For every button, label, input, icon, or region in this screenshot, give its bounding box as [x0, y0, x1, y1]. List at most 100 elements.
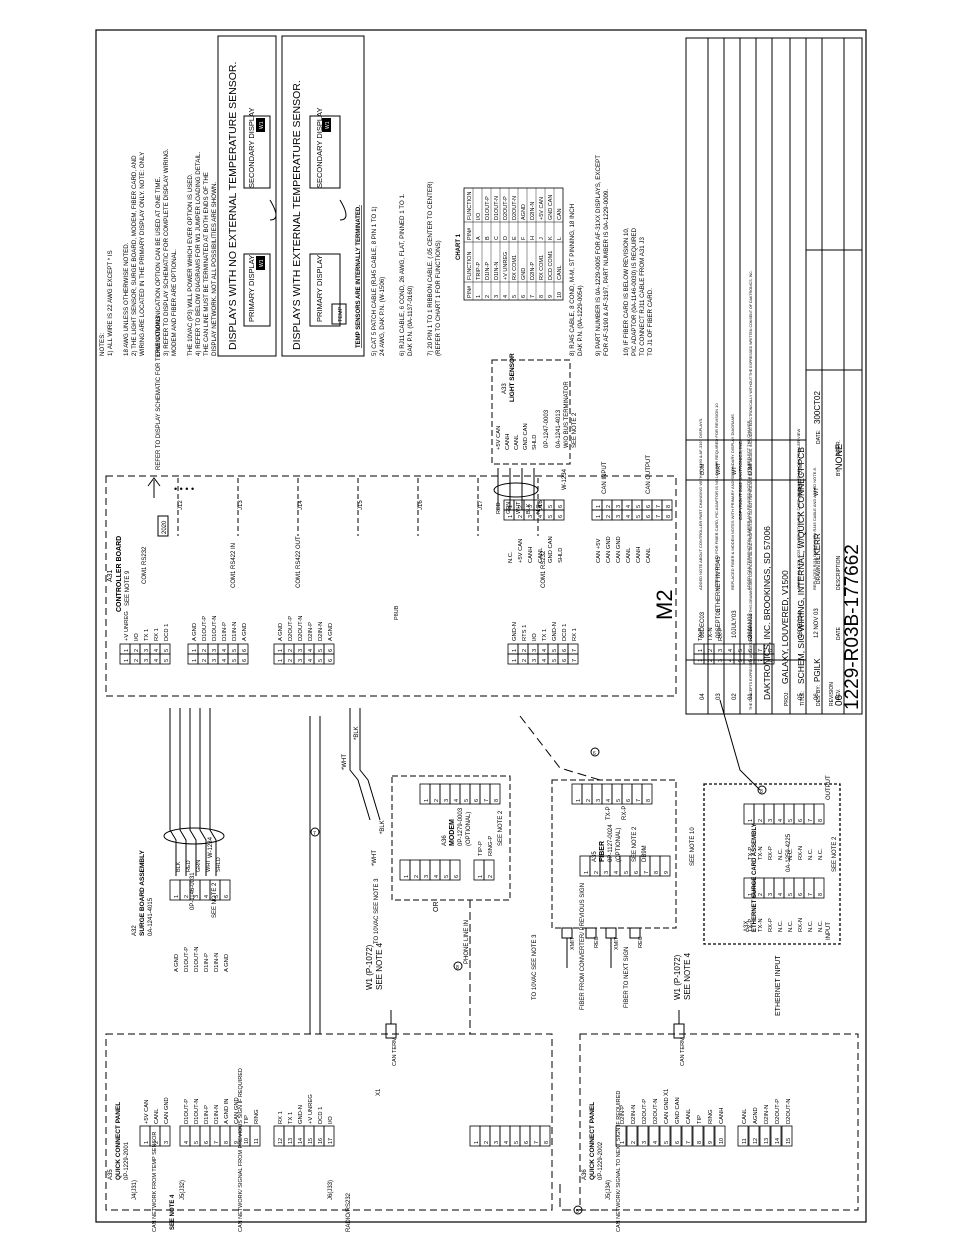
eth-surge-output: OUTPUT [826, 775, 832, 800]
fiber-pin-number: 7 [644, 871, 650, 874]
chart-1-cell: 7 [530, 295, 536, 298]
pin-number: 2 [134, 659, 140, 662]
pin-number: 6 [646, 515, 652, 518]
pin-number: 5 [552, 649, 558, 652]
light-sensor-w-cable: W-1234 [562, 468, 568, 490]
no-ext-primary-label: PRIMARY DISPLAY [247, 255, 256, 322]
chart-1-cell: D1OUT-N [494, 196, 500, 220]
chart-1-cell: D1IN-N [494, 262, 500, 280]
cable-note-line: FOR AF-3190 & AF-3197, PART NUMBER IS 0A… [603, 189, 610, 356]
pin-number: 5 [164, 659, 170, 662]
eth-pin-label-out: RX-N [798, 846, 804, 860]
qcp2-pin-label: CANL [742, 1108, 748, 1124]
surge-part: 0A-1241-4015 [148, 897, 154, 936]
pin-label: GND CAN [548, 536, 554, 563]
qcp1-pin-number: 1 [144, 1141, 150, 1144]
qcp2-pin-label: D2IN-N [631, 1105, 637, 1124]
fiber-rx: RX-P [622, 806, 628, 820]
qcp1-pin-label: TX 1 [288, 1112, 294, 1124]
wht-wire-label-2: *WHT [372, 850, 378, 866]
surge-pin-number: 6 [224, 895, 230, 898]
eth-surge-input: INPUT [826, 922, 832, 940]
cable-note-line: 5) CAT 5 PATCH CABLE (RJ45 CABLE, 8 PIN … [371, 206, 378, 356]
modem-part: 0P-1279-0003 [458, 807, 464, 846]
pin-number: 1 [192, 649, 198, 652]
pin-label: CANH [528, 547, 534, 563]
revision-number: 06 [834, 694, 845, 706]
pin-number: 5 [738, 659, 744, 662]
pin-number: 4 [222, 659, 228, 662]
qcp2-pin-label: TIP [697, 1115, 703, 1124]
rev-date: 12 NOV 03 [814, 608, 820, 638]
pin-number: 4 [626, 515, 632, 518]
fiber-j7-pin: 8 [646, 799, 652, 802]
connector-tb3: 11A GND22D2OUT-P33D2OUT-N44D2IN-P55D2IN-… [273, 616, 335, 665]
eth-pin-label-in: N.C. [818, 920, 824, 932]
chart-1-cell: FUNCTION [467, 252, 473, 280]
qcp1-pin-label: D1IN-N [214, 1105, 220, 1124]
eth-pin-number: 4 [778, 893, 784, 896]
pin-number: 3 [298, 649, 304, 652]
eth-pin-number-out: 1 [748, 819, 754, 822]
pin-number: 4 [222, 649, 228, 652]
eth-pin-number-out: 2 [758, 819, 764, 822]
rev-date: 10JULY03 [732, 610, 738, 638]
eth-pin-number: 3 [768, 893, 774, 896]
chart-1-cell: RX COM1 [539, 255, 545, 280]
chart-1-cell: 10 [557, 292, 563, 298]
surge-pin-label: D1IN-N [214, 953, 220, 972]
modem-pin-number: 3 [424, 875, 430, 878]
pin-number: 1 [512, 649, 518, 652]
pin-number: 2 [708, 649, 714, 652]
p11-pins: 2020 [162, 520, 168, 534]
chart-1-cell: H [530, 236, 536, 240]
eth-pin-label-in: TX-N [758, 918, 764, 932]
com1-rs422-in-label: COM1 RS422 IN [231, 543, 237, 588]
eth-pin-label-out: RX-P [768, 846, 774, 860]
cable-note-line: DAK P.N. (0A-1137-0160) [407, 286, 414, 356]
qcp1-j5: J5(J32) [180, 1180, 186, 1200]
surge-wire-label: BLK [176, 861, 182, 872]
temp-note: TEMP SENSORS ARE INTERNALLY TERMINATED. [356, 205, 362, 348]
pin-label: DCD 1 [562, 624, 568, 641]
note-line: WIRING ARE LOCATED IN THE PRIMARY DISPLA… [139, 152, 146, 356]
pin-number: 4 [542, 649, 548, 652]
drawing-title: SCHEM, SIG WIRING, INTERNAL, W/QUICK CON… [796, 447, 806, 684]
surge-wire-label: RED [186, 860, 192, 872]
note-line: 2) THE LIGHT SENSOR, SURGE BOARD, MODEM,… [131, 155, 138, 356]
pin-number: 7 [758, 659, 764, 662]
surge-pin-number: 4 [204, 895, 210, 898]
pin-label: D2OUT-P [288, 616, 294, 641]
qcp2-w1-see: SEE NOTE 4 [683, 952, 692, 1000]
modem-tb2-label: RING-P [488, 836, 494, 856]
modem-tb2-pin: 1 [478, 875, 484, 878]
rev-header: DATE [836, 626, 842, 640]
cable-num-8b: 8 [760, 789, 763, 795]
qcp2-pin-label: D2OUT-P [642, 1099, 648, 1124]
qcp2-pin-label: D2OUT-P [775, 1099, 781, 1124]
rev-by: WRS [798, 483, 804, 496]
surge-pin-number: 3 [194, 895, 200, 898]
surge-pin-label: D1OUT-N [194, 947, 200, 972]
pin-number: 1 [698, 649, 704, 652]
surge-pin-label: D1OUT-P [184, 947, 190, 972]
pin-label: TX 1 [542, 629, 548, 641]
can-output-label: CAN OUTPUT [646, 455, 652, 494]
chart-1-cell: PIN# [467, 285, 473, 298]
cable-num-8: 8 [456, 965, 459, 971]
eth-pin-number-out: 3 [768, 819, 774, 822]
qcp1-pin-label: CAN GND [234, 1097, 240, 1124]
pin-number: 5 [232, 659, 238, 662]
project-value: GALAXY, LOUVERED, V1500 [780, 570, 790, 684]
controller-labels: COM1 RS232 COM1 RS422 IN COM1 RS422 OUT … [142, 316, 722, 612]
pin-number: 4 [154, 649, 160, 652]
note-line: 18 AWG UNLESS OTHERWISE NOTED. [123, 242, 130, 356]
ext-secondary-label: SECONDARY DISPLAY [315, 108, 324, 188]
